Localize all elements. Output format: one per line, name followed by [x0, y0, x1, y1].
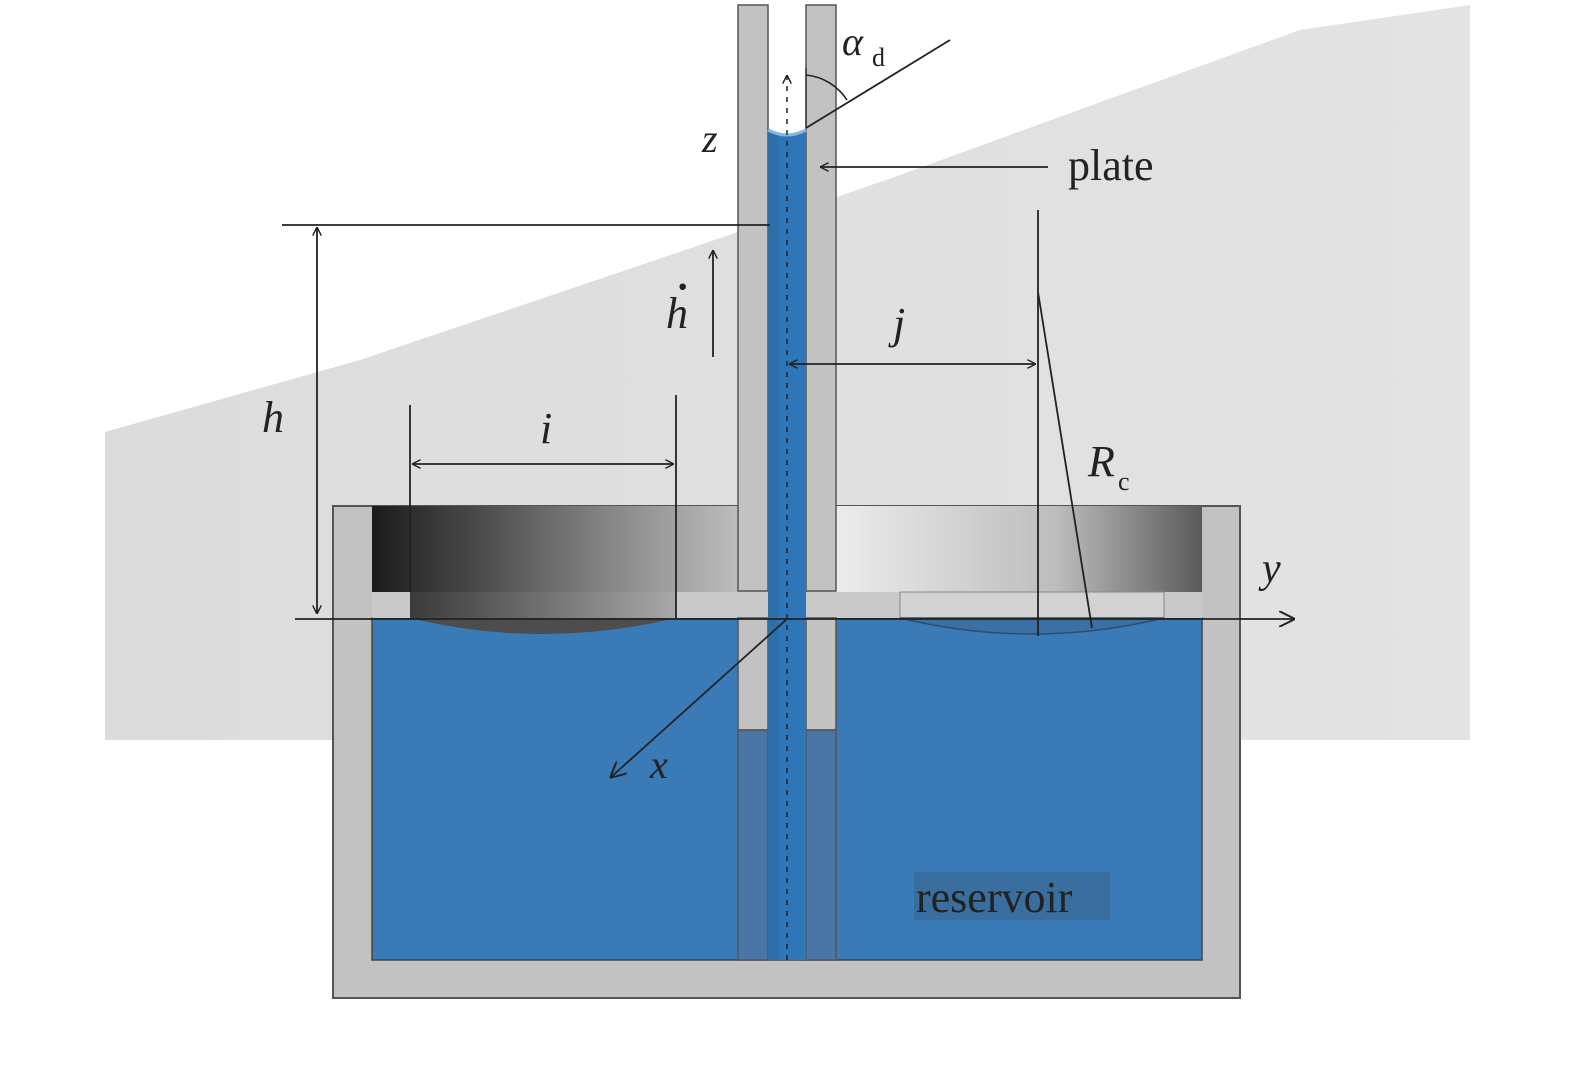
- reservoir-label: reservoir: [916, 873, 1073, 922]
- x-axis-label: x: [649, 742, 668, 787]
- plate-label: plate: [1068, 141, 1154, 190]
- rc-radius-line: [1037, 291, 1093, 629]
- ring-left-lower: [410, 592, 676, 618]
- liquid-column-shade: [768, 132, 778, 960]
- y-axis-label: y: [1258, 546, 1281, 592]
- plate-wall-right: [805, 4, 837, 592]
- contact-angle-arc: [805, 74, 848, 101]
- width-j-label: j: [888, 299, 905, 348]
- height-rate-dot: ·: [676, 264, 689, 309]
- ring-left-upper: [372, 506, 738, 592]
- plate-wall-right-submerged: [805, 729, 837, 961]
- x-axis-line: [610, 618, 788, 778]
- height-label: h: [262, 393, 284, 442]
- radius-label: R: [1087, 437, 1115, 486]
- ring-right-lower: [899, 591, 1165, 619]
- width-i-label: i: [540, 404, 552, 453]
- contact-angle-line: [805, 39, 951, 129]
- plate-wall-right-lower: [805, 617, 837, 731]
- plate-wall-left-submerged: [737, 729, 769, 961]
- plate-wall-left-lower: [737, 617, 769, 731]
- plate-wall-left: [737, 4, 769, 592]
- ring-right-upper: [836, 506, 1202, 592]
- contact-angle-subscript: d: [872, 43, 885, 72]
- meniscus-left: [410, 618, 676, 634]
- radius-subscript: c: [1118, 467, 1130, 496]
- reservoir-label-bg: [914, 872, 1110, 920]
- contact-angle-label: α: [842, 19, 864, 64]
- z-axis-label: z: [701, 116, 718, 161]
- height-rate-label: h: [666, 289, 688, 338]
- meniscus-right: [899, 617, 1165, 635]
